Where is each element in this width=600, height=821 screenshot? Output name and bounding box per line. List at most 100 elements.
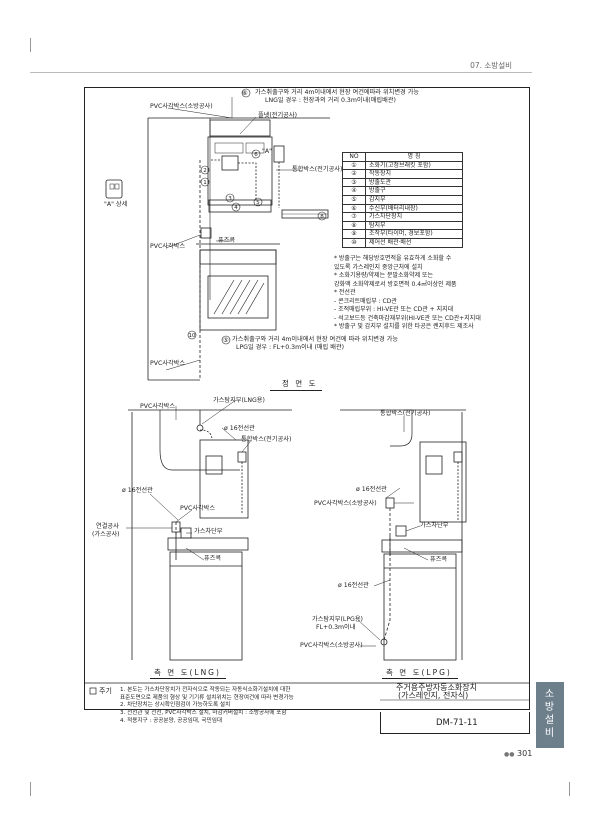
lpg-height: FL+0.3m이내 [316,624,356,631]
footer-note-line: 3. 전선관 및 전선, PVC사각박스 설치, 마감커버설치 : 소방공사에 … [120,710,287,716]
note-line: 강화액 소화약제로서 방호면적 0.4㎡이상인 제품 [334,280,457,288]
page-number-text: 301 [517,749,533,758]
drawing-title-1: 주거용주방자동소화장치 [396,683,477,692]
junction-box-lpg [453,451,463,463]
lng-gas-detector: 가스탐지부(LNG용) [213,397,265,404]
row-no: ⑧ [342,220,366,231]
drawing-number: DM-71-11 [436,718,478,728]
crop-mark [30,38,31,52]
label-detail-a: "A" 상세 [104,201,128,208]
page-number: ●● 301 [504,749,532,758]
lpg-gas-detector: 가스탐지부(LPG용) [312,616,363,623]
lpg-pvc-box-fire: PVC사각박스(소방공사) [314,500,377,507]
lng-connect-2: (가스공사) [92,531,120,538]
lng-title-underline [150,678,226,679]
lng-conduit-16b: ø 16전선관 [122,487,153,494]
footer-notes-below: 3. 전선관 및 전선, PVC사각박스 설치, 마감커버설치 : 소방공사에 … [120,710,287,725]
callout-5-bottom: ⑤ [223,337,229,344]
row-no: ④ [342,186,366,196]
note-top-1: 가스취출구와 거리 4m이내에서 현장 여건에따라 위치변경 가능 [255,89,420,96]
counter-lng [167,537,249,551]
lpg-fuse-cock: 퓨즈콕 [430,556,448,563]
label-fuse-cock: 퓨즈콕 [218,237,236,244]
section-header: 07. 소방설비 [470,61,512,70]
lng-pvc-box: PVC사각박스 [140,403,176,410]
note-bottom-1: 가스취출구와 거리 4m이내에서 현장 여건에 따라 위치변경 가능 [232,336,399,343]
note-line: 있도록 가스레인지 중앙근처에 설치 [334,263,423,271]
drawing-frame [84,87,530,710]
tab-char: 비 [544,728,556,739]
lng-connect-1: 연결공사 [96,523,119,530]
footer-note-line: 4. 적용지구 : 공공분양, 공공임대, 국민임대 [120,717,223,724]
lng-conduit-16a: ø 16전선관 [224,425,255,432]
note-bottom-2: LPG일 경우 : FL+0.3m이내 (매립 배관) [236,344,345,351]
section-side-tab: 소 방 설 비 [536,682,564,748]
crop-mark [30,782,31,796]
callout-number: 8 [320,214,324,220]
header-rule [30,72,532,73]
hood-bottom [208,199,272,213]
callout-number: 10 [189,333,196,339]
crop-mark [569,782,570,796]
lpg-pvc-box-fire2: PVC사각박스(소방공사) [300,642,363,649]
lng-gas-valve: 가스차단부 [194,528,223,535]
lpg-conduit-16a: ø 16전선관 [356,486,387,493]
row-no: ⑦ [342,212,366,222]
footer-note-line: 표준도면으로 제품의 형상 및 기기류 설치위치는 현장여건에 따라 변경가능 [120,694,294,701]
row-no: ⑥ [342,203,366,214]
header-no: NO [342,152,366,162]
upper-cabinet [209,119,271,137]
label-pvc-box-fire: PVC사각박스(소방공사) [150,103,213,110]
tab-char: 설 [544,715,556,726]
row-no: ② [342,169,366,179]
detail-a-box [105,179,123,199]
footer-note-line: 2. 차단장치는 상시확인점검이 가능하도록 설치 [120,702,231,708]
lng-pvc-box2: PVC사각박스 [180,505,216,512]
counter-lpg [381,539,463,553]
range-hood [207,136,273,206]
row-name: 탐지부 [365,220,463,231]
row-name: 수신부(배터리내장) [365,203,463,214]
row-name: 조작부(타이머, 경보포함) [365,229,463,239]
extinguisher-lng [205,455,223,475]
lng-fuse-cock: 퓨즈콕 [204,555,222,562]
range-body-lng [169,551,243,661]
pvc-box-front [200,227,212,239]
callout-number: 2 [203,168,207,174]
label-junction-box: 통합박스(전기공사) [292,166,343,173]
row-no: ⑨ [342,229,366,239]
note-line: * 방출구는 해당방호면적을 유효하게 소화할 수 [334,255,452,262]
notes-label: 주기 [99,687,112,695]
oven-door [207,275,269,319]
fire-extinguisher-unit [221,155,239,171]
table-header: NO 명 칭 [342,152,463,162]
callout-number: 6 [254,152,258,158]
callout-number: 1 [203,180,207,186]
row-no: ⑩ [342,237,366,248]
drawing-title-2: (가스레인지, 전자식) [398,691,469,700]
row-name: 소화기(고정브래킷 포함) [365,160,463,171]
row-name: 방출구 [365,186,463,196]
callout-number: 3 [228,196,232,202]
footer-note-line: 1. 본도는 가스차단장치가 전자식으로 작동되는 자동식소화기설치에 대한 [120,687,291,693]
page-dots-icon: ●● [504,751,515,758]
notes-checkbox [89,687,97,695]
range-body-lpg [383,553,457,661]
lpg-conduit-16b: ø 16전선관 [338,582,369,589]
notes-block: * 방출구는 해당방호면적을 유효하게 소화할 수 있도록 가스레인지 중앙근처… [334,255,481,332]
note-line: * 전선관 [334,289,356,296]
lpg-title-underline [382,678,458,679]
drawing-number-box [380,712,530,734]
cabinet-lng [199,439,249,519]
callout-number: 5 [256,200,260,206]
row-name: 작동장치 [365,169,463,179]
label-a-marker: "A" [262,148,272,155]
